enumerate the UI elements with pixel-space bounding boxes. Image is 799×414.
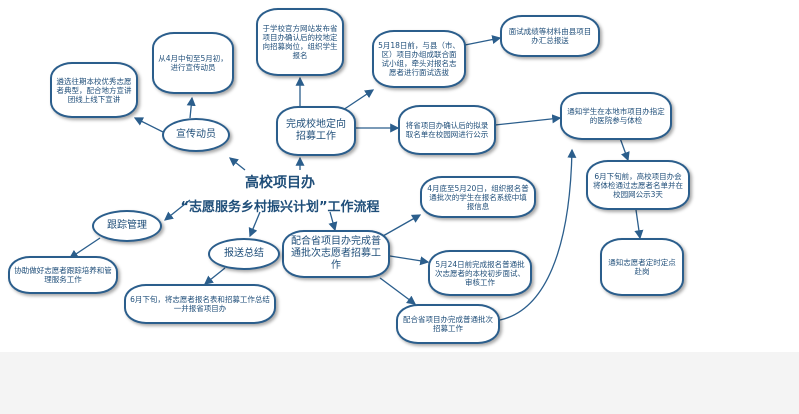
edge-notify-to-june: [619, 137, 630, 162]
node-assist-manage: 协助做好志愿者跟踪培养和管理服务工作: [8, 256, 118, 294]
edge-coord-to-may24: [389, 255, 430, 266]
node-notify-ready: 通知志愿者定时定点赴岗: [600, 238, 684, 296]
edge-follow-to-assist: [68, 237, 101, 259]
node-may18: 5月18日前，与县（市、区）项目办组成联合面试小组，牵头对报名志愿者进行面试选拔: [372, 30, 466, 88]
node-publicity: 宣传动员: [162, 118, 230, 152]
edge-coord-to-done: [379, 277, 417, 305]
title-line-1: 高校项目办: [245, 175, 315, 191]
edge-publicity-to-prev: [133, 117, 164, 133]
node-notify-medical: 通知学生在本地市项目办指定的医院参与体检: [560, 92, 672, 140]
title-line-2: “志愿服务乡村振兴计划”工作流程: [180, 200, 380, 215]
node-publicity-prev: 遴选往期本校优秀志愿者典型，配合地方宣讲团线上线下宣讲: [50, 62, 138, 118]
node-late-april: 4月底至5月20日，组织报名普通批次的学生在报名系统中填报信息: [420, 176, 536, 218]
edge-report-to-june: [203, 267, 226, 285]
edge-title-to-publicity: [228, 157, 246, 171]
node-follow-up: 跟踪管理: [92, 210, 162, 242]
flowchart-canvas: 高校项目办 “志愿服务乡村振兴计划”工作流程 宣传动员 从4月中旬至5月初，进行…: [0, 0, 799, 352]
node-interview-report: 面试成绩等材料由县项目办汇总报送: [500, 15, 600, 57]
edge-june-to-ready: [634, 209, 644, 240]
node-website-post: 于学校官方网站发布省项目办确认后的校地定向招募岗位，组织学生报名: [256, 8, 344, 76]
node-late-june-notice: 6月下旬前，高校项目办会将体检通过志愿者名单并在校园网公示3天: [586, 160, 690, 210]
edge-done-to-notify: [499, 148, 577, 321]
edge-title-to-follow: [163, 199, 191, 221]
node-publicize-list: 将省项目办确认后的拟录取名单在校园网进行公示: [398, 105, 496, 155]
node-complete-school: 完成校地定向招募工作: [276, 106, 356, 156]
node-may24: 5月24日前完成报名普通批次志愿者的本校初步面试、审核工作: [428, 250, 532, 296]
edge-title-to-coord: [328, 211, 338, 232]
edge-may18-to-report: [464, 35, 502, 46]
edge-publicity-to-mid: [186, 96, 196, 119]
edge-title-to-report: [248, 211, 261, 238]
node-publicity-mid: 从4月中旬至5月初，进行宣传动员: [152, 32, 234, 94]
node-coord-general: 配合省项目办完成普通批次志愿者招募工作: [282, 230, 390, 278]
node-coord-general-done: 配合省项目办完成普通批次招募工作: [396, 304, 500, 344]
node-june-report: 6月下旬，将志愿者报名表和招募工作总结一并报省项目办: [124, 284, 276, 324]
edge-coord-to-april: [382, 214, 422, 237]
diagram-title: 高校项目办 “志愿服务乡村振兴计划”工作流程: [165, 172, 395, 215]
node-report-summary: 报送总结: [208, 238, 280, 270]
edge-publicize-to-notify: [494, 114, 562, 126]
